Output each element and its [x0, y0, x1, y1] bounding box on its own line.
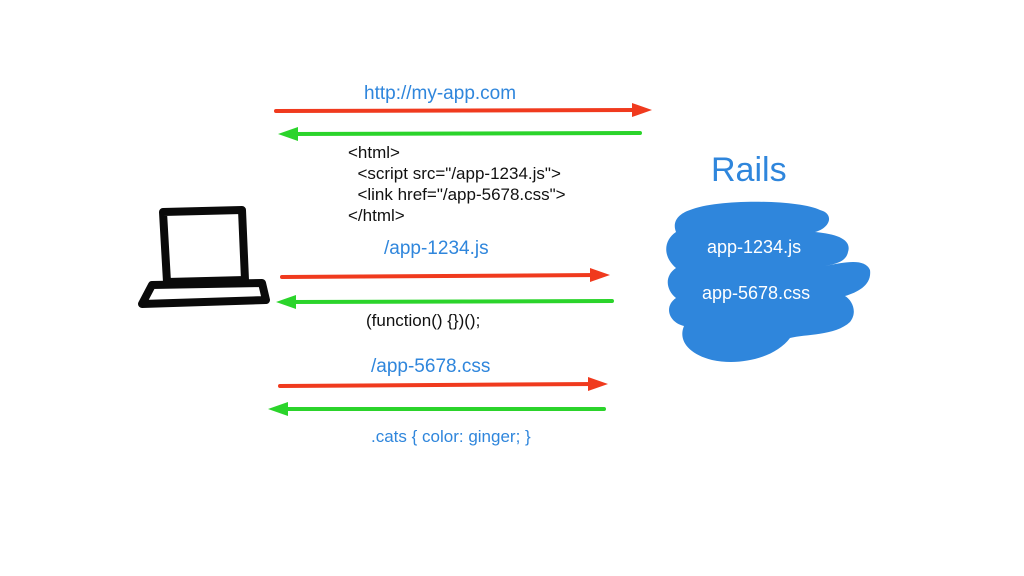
server-asset-css: app-5678.css — [702, 283, 811, 303]
response-code-line: <link href="/app-5678.css"> — [348, 185, 566, 204]
request-arrow-1 — [274, 103, 652, 117]
response-code-1: <html> <script src="/app-1234.js"> <link… — [348, 142, 566, 226]
request-label-1: http://my-app.com — [364, 83, 517, 104]
server-blob — [666, 201, 871, 362]
response-arrow-1 — [278, 127, 642, 141]
response-code-line: <script src="/app-1234.js"> — [348, 164, 561, 183]
response-arrow-3 — [268, 402, 606, 416]
laptop-icon — [138, 206, 270, 308]
response-arrow-2 — [276, 295, 614, 309]
response-code-line: <html> — [348, 143, 400, 162]
request-label-2: /app-1234.js — [384, 238, 489, 259]
server-title: Rails — [711, 151, 787, 189]
request-arrow-3 — [278, 377, 608, 391]
request-arrow-2 — [280, 268, 610, 282]
response-code-3: .cats { color: ginger; } — [371, 427, 531, 446]
request-label-3: /app-5678.css — [371, 356, 491, 377]
response-code-2: (function() {})(); — [366, 311, 481, 330]
server-asset-js: app-1234.js — [707, 237, 802, 257]
response-code-line: </html> — [348, 206, 405, 225]
